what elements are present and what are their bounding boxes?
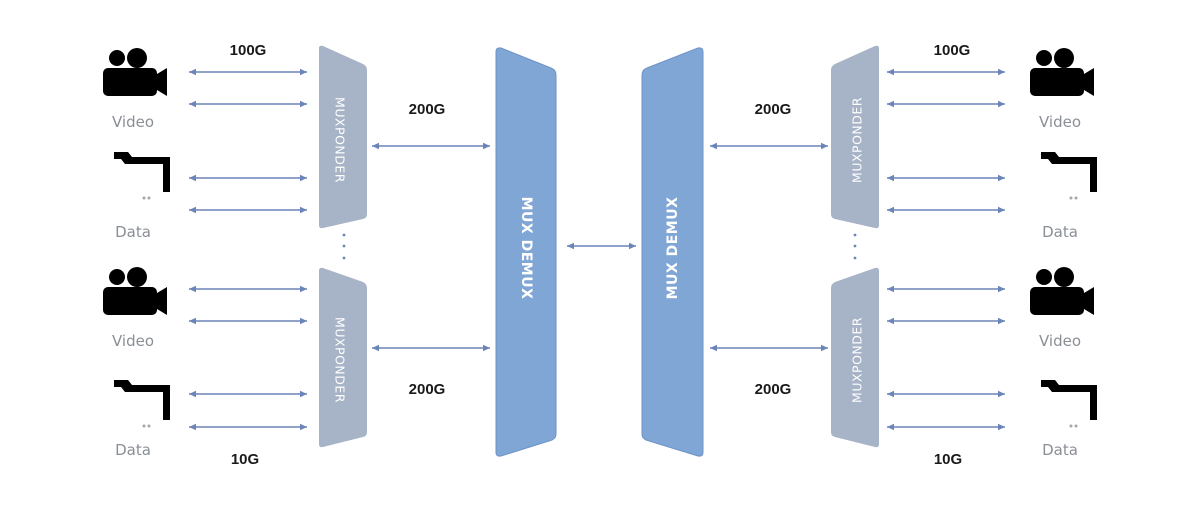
device-label-data: Data (1042, 223, 1078, 241)
right-data-bottom: Data (1027, 380, 1097, 459)
folders-icon (1027, 152, 1097, 206)
right-video-bottom: Video (1030, 267, 1094, 350)
device-label-video: Video (112, 113, 154, 131)
device-label-video: Video (1039, 113, 1081, 131)
folders-icon (100, 152, 170, 206)
rate-label-right-top: 100G (934, 42, 971, 59)
left-data-bottom: Data (100, 380, 170, 459)
muxponder-label: MUXPONDER (333, 317, 348, 403)
video-camera-icon (1030, 267, 1094, 315)
folders-icon (100, 380, 170, 434)
rate-label-left-link-top: 200G (409, 101, 446, 118)
muxponder-label: MUXPONDER (850, 317, 865, 403)
right-data-top: Data (1027, 152, 1097, 241)
video-camera-icon (1030, 48, 1094, 96)
left-mux-demux: MUX DEMUX (495, 47, 557, 457)
rate-label-left-link-bottom: 200G (409, 381, 446, 398)
right-mux-demux: MUX DEMUX (641, 47, 704, 457)
right-muxponder-top: MUXPONDER (831, 45, 879, 229)
mux-demux-label: MUX DEMUX (518, 197, 534, 300)
left-data-top: Data (100, 152, 170, 241)
left-muxponder-top: MUXPONDER (319, 45, 367, 229)
left-muxponder-bottom: MUXPONDER (319, 267, 367, 448)
line-arrows (372, 142, 828, 352)
folders-icon (1027, 380, 1097, 434)
video-camera-icon (103, 267, 167, 315)
device-label-data: Data (115, 441, 151, 459)
left-ellipsis (342, 233, 346, 260)
right-muxponder-bottom: MUXPONDER (831, 267, 879, 448)
device-label-video: Video (112, 332, 154, 350)
left-video-bottom: Video (103, 267, 167, 350)
left-client-arrows (189, 68, 307, 431)
right-ellipsis (853, 233, 857, 260)
rate-label-left-top: 100G (230, 42, 267, 59)
muxponder-label: MUXPONDER (333, 97, 348, 183)
left-video-top: Video (103, 48, 167, 131)
right-client-arrows (887, 68, 1005, 431)
mux-demux-label: MUX DEMUX (665, 197, 681, 300)
rate-label-right-link-top: 200G (755, 101, 792, 118)
device-label-data: Data (1042, 441, 1078, 459)
rate-label-right-bottom: 10G (934, 451, 962, 468)
rate-label-left-bottom: 10G (231, 451, 259, 468)
device-label-video: Video (1039, 332, 1081, 350)
muxponder-label: MUXPONDER (850, 97, 865, 183)
device-label-data: Data (115, 223, 151, 241)
right-video-top: Video (1030, 48, 1094, 131)
video-camera-icon (103, 48, 167, 96)
rate-label-right-link-bottom: 200G (755, 381, 792, 398)
